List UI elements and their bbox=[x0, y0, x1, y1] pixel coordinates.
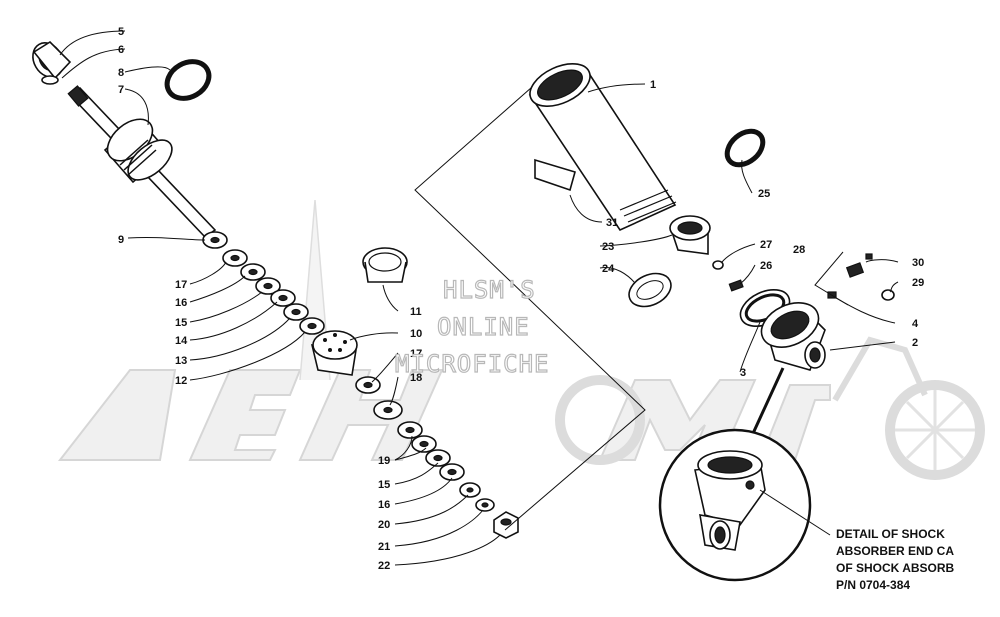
part-26-screw bbox=[728, 279, 744, 292]
assembly-bracket-line bbox=[414, 79, 646, 531]
part-29-washer bbox=[881, 289, 895, 301]
label-9: 9 bbox=[118, 234, 124, 246]
part-labels: 5 6 8 7 9 17 16 15 14 13 12 11 10 17 18 … bbox=[118, 26, 924, 572]
label-5: 5 bbox=[118, 26, 124, 38]
label-25: 25 bbox=[758, 188, 770, 200]
label-7: 7 bbox=[118, 84, 124, 96]
label-2: 2 bbox=[912, 337, 918, 349]
label-24: 24 bbox=[602, 263, 615, 275]
detail-circle bbox=[658, 367, 831, 582]
label-23: 23 bbox=[602, 241, 614, 253]
label-15: 15 bbox=[175, 317, 187, 329]
part-6-washer bbox=[41, 75, 59, 85]
part-27-small-ring bbox=[712, 260, 724, 270]
shaft-assembly bbox=[32, 40, 519, 539]
label-3: 3 bbox=[740, 367, 746, 379]
part-10-piston bbox=[310, 330, 358, 376]
detail-note-line-3: OF SHOCK ABSORB bbox=[836, 561, 955, 575]
label-12: 12 bbox=[175, 375, 187, 387]
label-1: 1 bbox=[650, 79, 656, 91]
label-18: 18 bbox=[410, 372, 422, 384]
label-11: 11 bbox=[410, 306, 422, 318]
detail-note-line-2: ABSORBER END CA bbox=[836, 544, 954, 558]
label-26: 26 bbox=[760, 260, 772, 272]
label-17: 17 bbox=[410, 348, 422, 360]
washer-stack-upper bbox=[202, 231, 325, 335]
label-17: 17 bbox=[175, 279, 187, 291]
label-14: 14 bbox=[175, 335, 188, 347]
watermark-line-2: ONLINE bbox=[437, 313, 530, 341]
part-11-piston-ring bbox=[362, 247, 408, 283]
label-10: 10 bbox=[410, 328, 422, 340]
watermark-line-3: MICROFICHE bbox=[395, 350, 550, 378]
part-23-end-cap bbox=[669, 215, 711, 255]
washer-stack-lower bbox=[355, 376, 495, 512]
watermark-text: HLSM'S ONLINE MICROFICHE bbox=[394, 275, 550, 378]
label-16: 16 bbox=[378, 499, 390, 511]
part-7-seal-head bbox=[103, 118, 173, 184]
label-21: 21 bbox=[378, 541, 390, 553]
label-20: 20 bbox=[378, 519, 390, 531]
label-31: 31 bbox=[606, 217, 618, 229]
label-30: 30 bbox=[912, 257, 924, 269]
watermark-line-1: HLSM'S bbox=[443, 276, 536, 304]
part-2-end-cap-eye bbox=[760, 302, 826, 371]
label-6: 6 bbox=[118, 44, 124, 56]
leader-lines bbox=[59, 30, 899, 566]
label-29: 29 bbox=[912, 277, 924, 289]
part-1-shock-body bbox=[528, 63, 677, 232]
label-19: 19 bbox=[378, 455, 390, 467]
detail-note-line-1: DETAIL OF SHOCK bbox=[836, 527, 945, 541]
label-28: 28 bbox=[793, 244, 805, 256]
part-22-nut bbox=[493, 511, 519, 539]
label-4: 4 bbox=[912, 318, 919, 330]
detail-note-line-4: P/N 0704-384 bbox=[836, 578, 910, 592]
detail-note: DETAIL OF SHOCK ABSORBER END CA OF SHOCK… bbox=[836, 527, 955, 592]
part-5-eye-bushing bbox=[32, 40, 72, 80]
part-24-bushing bbox=[628, 272, 672, 308]
body-assembly bbox=[528, 63, 895, 371]
part-25-o-ring bbox=[724, 128, 766, 168]
part-8-o-ring bbox=[164, 59, 212, 101]
label-13: 13 bbox=[175, 355, 187, 367]
label-8: 8 bbox=[118, 67, 124, 79]
label-16: 16 bbox=[175, 297, 187, 309]
label-27: 27 bbox=[760, 239, 772, 251]
label-22: 22 bbox=[378, 560, 390, 572]
label-15: 15 bbox=[378, 479, 390, 491]
part-30-valve bbox=[845, 253, 873, 278]
